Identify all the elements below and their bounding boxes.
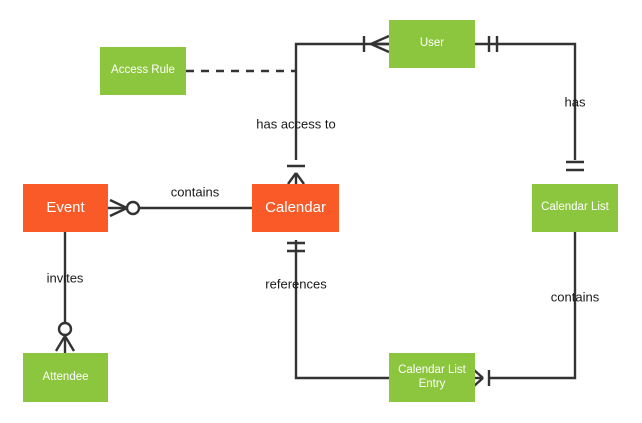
edge-label-contains-event-calendar: contains [170,184,220,200]
edge-user-hasaccessto-calendar [287,34,390,185]
crowfoot-many-user [370,34,390,54]
edge-label-invites: invites [46,270,84,286]
edge-label-has-access-to: has access to [256,116,336,132]
entity-calendar-list[interactable]: Calendar List [532,184,618,232]
edge-label-has: has [564,94,586,110]
entity-label: Attendee [42,370,89,383]
edge-label-contains-list-entry: contains [550,289,600,305]
edge-calendarlist-contains-entry [473,232,577,387]
crowfoot-optional-circle-event [125,200,141,216]
entity-label: User [419,37,445,50]
crowfoot-many-calendar-top [287,172,305,185]
entity-attendee[interactable]: Attendee [23,353,108,402]
entity-calendar[interactable]: Calendar [252,184,339,232]
edge-user-has-calendarlist [475,36,584,172]
entity-label: Event [46,199,85,217]
edge-event-contains-calendar [108,198,252,218]
entity-calendar-list-entry[interactable]: Calendar List Entry [389,353,475,402]
crowfoot-many-entry [473,369,484,387]
edge-calendar-references-entry [287,240,389,380]
crowfoot-optional-circle-attendee [57,321,73,337]
entity-label: Calendar List Entry [398,363,466,390]
entity-label: Calendar [265,199,326,217]
entity-label: Calendar List [541,201,609,214]
edge-label-references: references [265,276,327,292]
edge-event-invites-attendee [54,232,76,353]
crowfoot-many-attendee [54,335,76,353]
entity-event[interactable]: Event [23,184,108,232]
entity-access-rule[interactable]: Access Rule [100,47,186,95]
entity-user[interactable]: User [389,20,475,68]
entity-label: Access Rule [111,64,175,77]
crowfoot-many-event [108,198,128,218]
